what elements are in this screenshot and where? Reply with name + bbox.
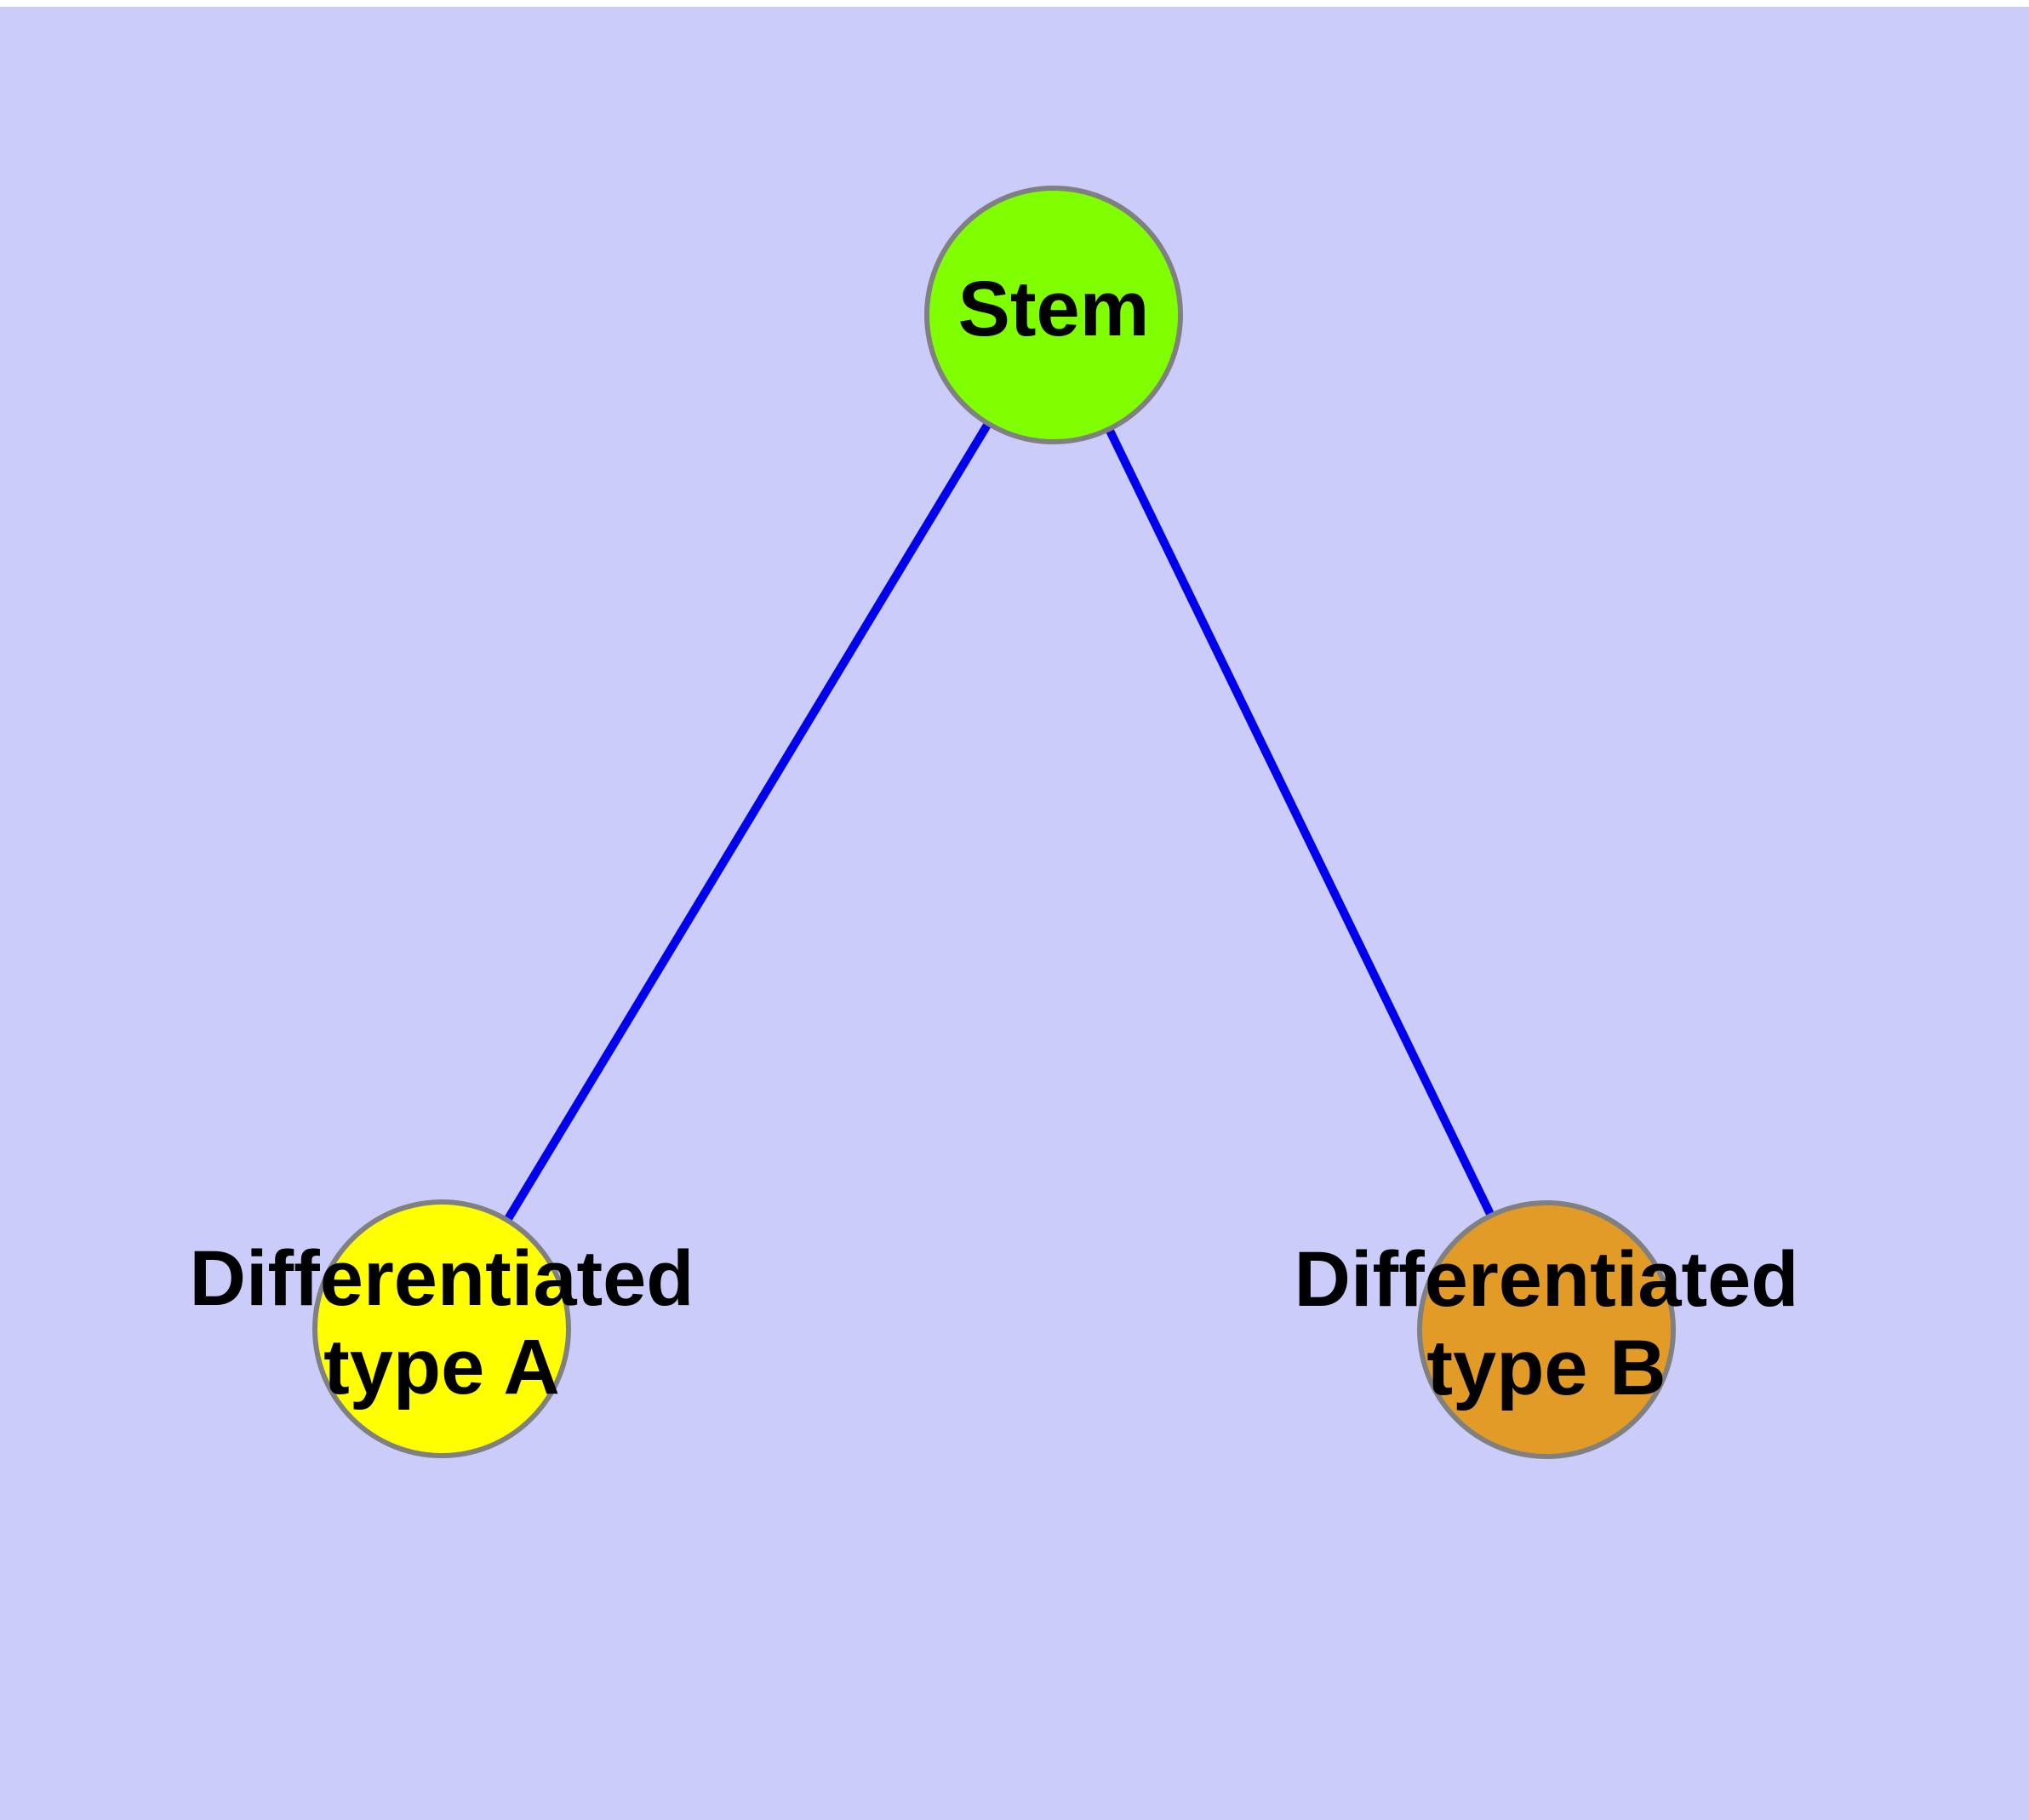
edge-stem-to-diff-b[interactable] (1106, 427, 1495, 1217)
node-stem[interactable]: Stem (924, 186, 1183, 444)
node-stem-circle[interactable] (924, 186, 1183, 444)
node-stem-label: Stem (958, 266, 1150, 352)
edges-layer (504, 421, 1495, 1222)
node-differentiated-type-b-circle[interactable] (1417, 1200, 1676, 1459)
edge-stem-to-diff-a[interactable] (504, 421, 992, 1222)
node-differentiated-type-a-circle[interactable] (312, 1199, 571, 1458)
